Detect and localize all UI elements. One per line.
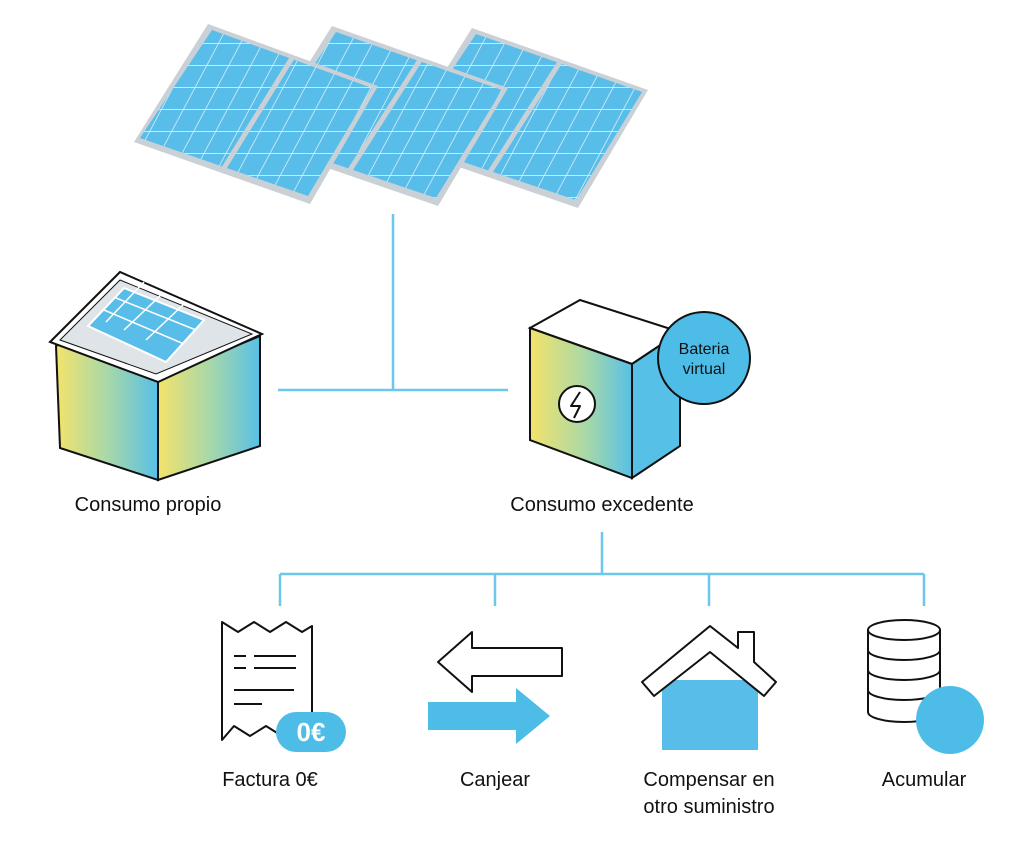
lightning-icon (558, 385, 596, 423)
invoice-label: Factura 0€ (222, 769, 318, 791)
invoice-zero-badge: 0€ (276, 712, 346, 752)
solar-panels-icon (134, 24, 648, 208)
badge-line-1: Bateria (679, 341, 730, 358)
badge-line-2: virtual (683, 361, 726, 378)
database-icon (867, 619, 984, 754)
solar-panel (134, 24, 378, 204)
top-connectors (278, 214, 508, 392)
receipt-icon (221, 621, 313, 741)
accumulate-label: Acumular (881, 769, 967, 791)
surplus-consumption-label: Consumo excedente (510, 494, 694, 516)
virtual-battery-badge: Bateria virtual (657, 311, 751, 405)
exchange-label: Canjear (459, 769, 531, 791)
house-icon (641, 625, 777, 750)
house-with-solar-panel-icon (48, 270, 265, 482)
swap-arrows-icon (428, 631, 563, 744)
bottom-connectors (278, 532, 926, 606)
compensate-label-line-1: Compensar en (643, 769, 775, 791)
battery-box-icon (527, 298, 683, 480)
compensate-label-line-2: otro suministro (643, 796, 775, 818)
invoice-badge-text: 0€ (297, 717, 326, 747)
own-consumption-label: Consumo propio (74, 494, 222, 516)
